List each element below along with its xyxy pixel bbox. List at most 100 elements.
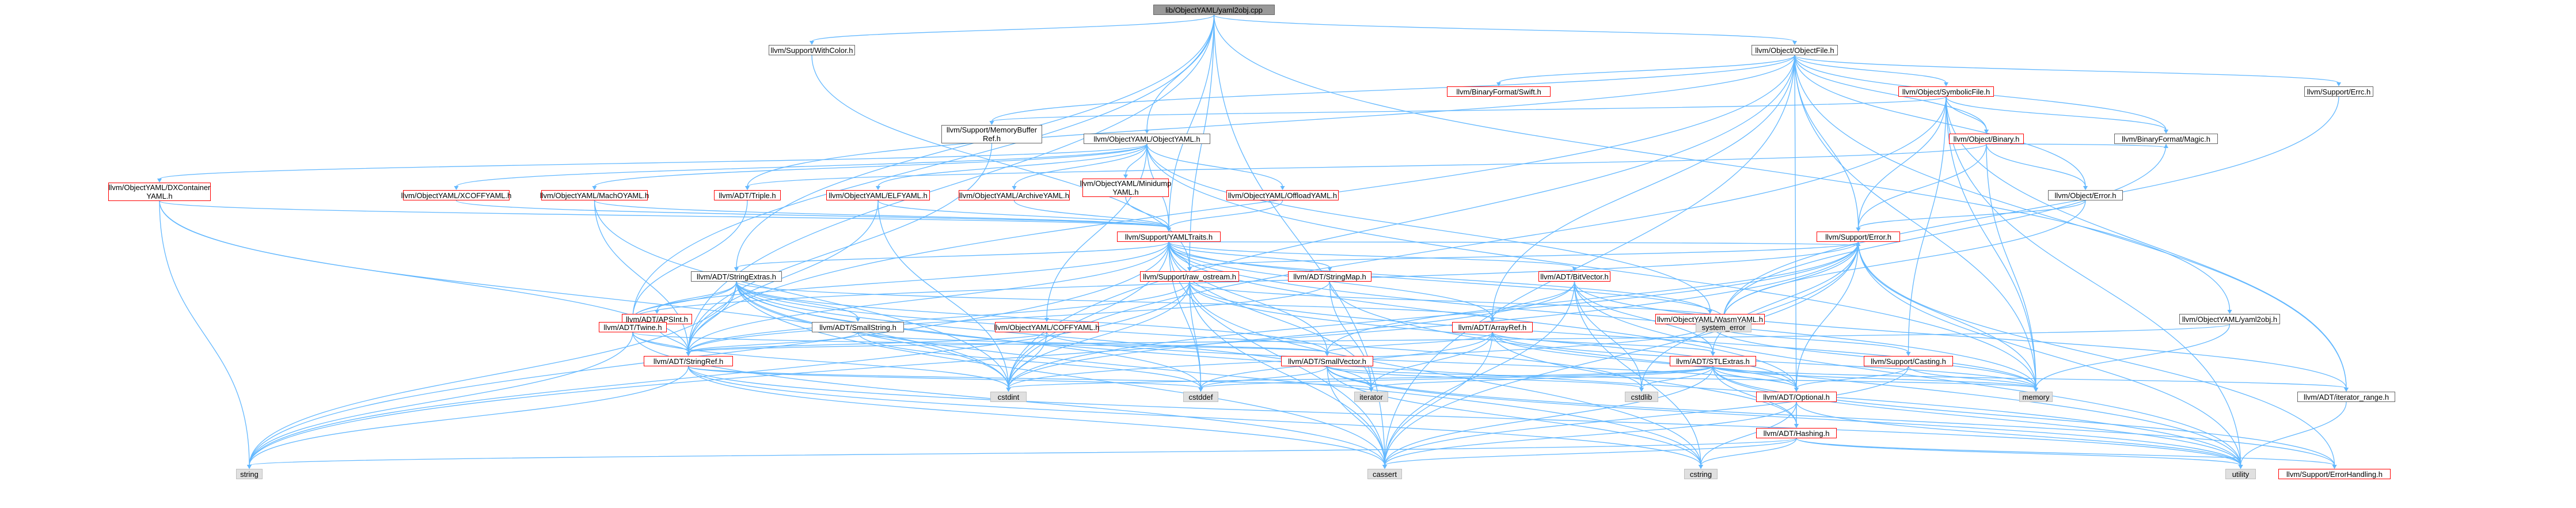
node-archive[interactable]: llvm/ObjectYAML/ArchiveYAML.h	[959, 190, 1070, 200]
arrowhead-yamltraits-to-bitvector	[1572, 267, 1577, 271]
edge-objectfile-to-membuf	[991, 55, 1795, 122]
edge-magic-to-sysalias	[1723, 143, 2167, 319]
edge-stringref-to-iterator	[687, 366, 1372, 389]
edge-stringref-to-cstring	[687, 366, 1701, 466]
node-bfswift[interactable]: llvm/BinaryFormat/Swift.h	[1447, 86, 1551, 97]
arrowhead-iterrange-to-utility	[2238, 465, 2243, 469]
edge-objectfile-to-symbolicfile	[1794, 55, 1947, 84]
node-errc[interactable]: llvm/Support/Errc.h	[2304, 86, 2373, 97]
node-casting[interactable]: llvm/Support/Casting.h	[1864, 356, 1953, 366]
arrowhead-root-to-withcolor	[810, 41, 814, 45]
edge-smallvector-to-errorhandling	[1327, 366, 2335, 466]
edge-rawostream-to-sysalias	[1189, 281, 1724, 319]
node-wasmyaml[interactable]: llvm/ObjectYAML/WasmYAML.h	[1655, 314, 1765, 324]
edge-smallvector-to-memory	[1327, 366, 2037, 389]
edge-objectfile-to-cstdint	[1008, 55, 1795, 389]
edge-twine-to-cstdint	[632, 332, 1009, 389]
edge-objectfile-to-hashing	[1794, 55, 1797, 425]
arrowhead-objectyaml-to-archive	[1012, 186, 1017, 190]
node-optional[interactable]: llvm/ADT/Optional.h	[1756, 392, 1837, 402]
edge-stringextras-to-apsint	[656, 281, 737, 311]
node-memory: memory	[2019, 392, 2053, 402]
node-xcoff[interactable]: llvm/ObjectYAML/XCOFFYAML.h	[401, 190, 512, 200]
edge-stringextras-to-cstring	[736, 281, 1701, 466]
node-twine[interactable]: llvm/ADT/Twine.h	[599, 322, 667, 332]
node-rawostream[interactable]: llvm/Support/raw_ostream.h	[1140, 271, 1239, 282]
node-offload[interactable]: llvm/ObjectYAML/OffloadYAML.h	[1226, 190, 1339, 200]
node-yamltraits[interactable]: llvm/Support/YAMLTraits.h	[1117, 232, 1221, 242]
edge-objectyaml-to-archive	[1013, 143, 1148, 187]
edge-optional-to-utility	[1796, 401, 2241, 466]
edge-stlextras-to-cstddef	[1200, 366, 1713, 389]
node-smallvector[interactable]: llvm/ADT/SmallVector.h	[1281, 356, 1373, 366]
node-stringref[interactable]: llvm/ADT/StringRef.h	[644, 356, 733, 366]
node-cstring: cstring	[1684, 469, 1718, 479]
arrowhead-hashing-to-cstring	[1699, 465, 1703, 469]
node-yaml2obj[interactable]: llvm/ObjectYAML/yaml2obj.h	[2179, 314, 2280, 324]
edge-yamltraits-to-supporterror	[1168, 241, 1859, 246]
node-arrayref[interactable]: llvm/ADT/ArrayRef.h	[1452, 322, 1533, 332]
node-macho[interactable]: llvm/ObjectYAML/MachOYAML.h	[539, 190, 649, 200]
edge-binary-to-supporterror	[1857, 143, 1987, 229]
arrowhead-binary-to-objerror	[2083, 186, 2088, 190]
edge-binary-to-memory	[1986, 143, 2037, 389]
edge-arrayref-to-cassert	[1384, 332, 1493, 466]
node-objectyaml[interactable]: llvm/ObjectYAML/ObjectYAML.h	[1084, 134, 1210, 144]
edge-root-to-objectfile	[1213, 14, 1795, 42]
edge-stringref-to-cstddef	[687, 366, 1202, 389]
edge-arrayref-to-optional	[1492, 332, 1797, 389]
edge-bitvector-to-iterrange	[1574, 281, 2347, 389]
node-hashing[interactable]: llvm/ADT/Hashing.h	[1756, 428, 1837, 438]
node-objectfile[interactable]: llvm/Object/ObjectFile.h	[1751, 45, 1838, 55]
node-coffyaml[interactable]: llvm/ObjectYAML/COFFYAML.h	[994, 322, 1100, 332]
node-iterrange[interactable]: llvm/ADT/iterator_range.h	[2297, 392, 2395, 402]
node-stlextras[interactable]: llvm/ADT/STLExtras.h	[1670, 356, 1756, 366]
node-symbolicfile[interactable]: llvm/Object/SymbolicFile.h	[1898, 86, 1994, 97]
node-binary[interactable]: llvm/Object/Binary.h	[1949, 134, 2024, 144]
node-magic[interactable]: llvm/BinaryFormat/Magic.h	[2114, 134, 2218, 144]
edge-objectfile-to-binary	[1794, 55, 1987, 131]
node-elfyaml[interactable]: llvm/ObjectYAML/ELFYAML.h	[826, 190, 930, 200]
edge-symbolicfile-to-supporterror	[1857, 96, 1947, 229]
edge-stringref-to-cassert	[687, 366, 1385, 466]
edge-stlextras-to-errorhandling	[1712, 366, 2335, 466]
node-membuf[interactable]: llvm/Support/MemoryBuffer Ref.h	[941, 125, 1042, 143]
node-minidump[interactable]: llvm/ObjectYAML/Minidump YAML.h	[1080, 179, 1172, 197]
edge-yamltraits-to-stringref	[687, 241, 1169, 353]
edge-symbolicfile-to-utility	[1946, 96, 2241, 466]
edge-yaml2obj-to-memory	[2035, 324, 2231, 389]
edge-stringextras-to-stringref	[687, 281, 737, 353]
edge-optional-to-cstring	[1700, 401, 1797, 466]
node-supporterror[interactable]: llvm/Support/Error.h	[1817, 232, 1900, 242]
node-smallstring[interactable]: llvm/ADT/SmallString.h	[812, 322, 904, 332]
edge-objerror-to-sysalias	[1723, 200, 2086, 319]
edge-objectfile-to-iterrange	[1794, 55, 2347, 389]
node-dxcontainer[interactable]: llvm/ObjectYAML/DXContainer YAML.h	[108, 183, 211, 201]
arrowhead-yamltraits-to-stringextras	[734, 267, 739, 271]
node-withcolor[interactable]: llvm/Support/WithColor.h	[769, 45, 855, 55]
node-stringmap[interactable]: llvm/ADT/StringMap.h	[1288, 271, 1371, 282]
edge-stringextras-to-arrayref	[736, 281, 1493, 319]
edge-binary-to-magic	[1986, 143, 2167, 148]
node-bitvector[interactable]: llvm/ADT/BitVector.h	[1538, 271, 1610, 282]
node-stringextras[interactable]: llvm/ADT/StringExtras.h	[691, 271, 782, 282]
edge-yamltraits-to-cassert	[1168, 241, 1385, 466]
edge-supporterror-to-cassert	[1384, 241, 1859, 466]
edge-objectfile-to-errc	[1794, 55, 2339, 84]
node-triple[interactable]: llvm/ADT/Triple.h	[714, 190, 781, 200]
edge-root-to-objectyaml	[1146, 14, 1215, 131]
node-cstdlib: cstdlib	[1625, 392, 1658, 402]
edge-optional-to-cassert	[1384, 401, 1797, 466]
edge-stringextras-to-string	[249, 281, 737, 466]
edge-yamltraits-to-optional	[1168, 241, 1797, 389]
edge-arrayref-to-iterator	[1370, 332, 1493, 389]
node-objerror[interactable]: llvm/Object/Error.h	[2048, 190, 2123, 200]
node-iterator: iterator	[1354, 392, 1388, 402]
arrowhead-objectfile-to-bfswift	[1496, 82, 1501, 86]
edge-stringextras-to-cassert	[736, 281, 1385, 466]
arrowhead-supporterror-to-rawostream	[1187, 267, 1192, 271]
node-errorhandling[interactable]: llvm/Support/ErrorHandling.h	[2278, 469, 2391, 479]
edge-symbolicfile-to-iterrange	[1946, 96, 2347, 389]
arrowhead-hashing-to-string	[247, 465, 252, 469]
